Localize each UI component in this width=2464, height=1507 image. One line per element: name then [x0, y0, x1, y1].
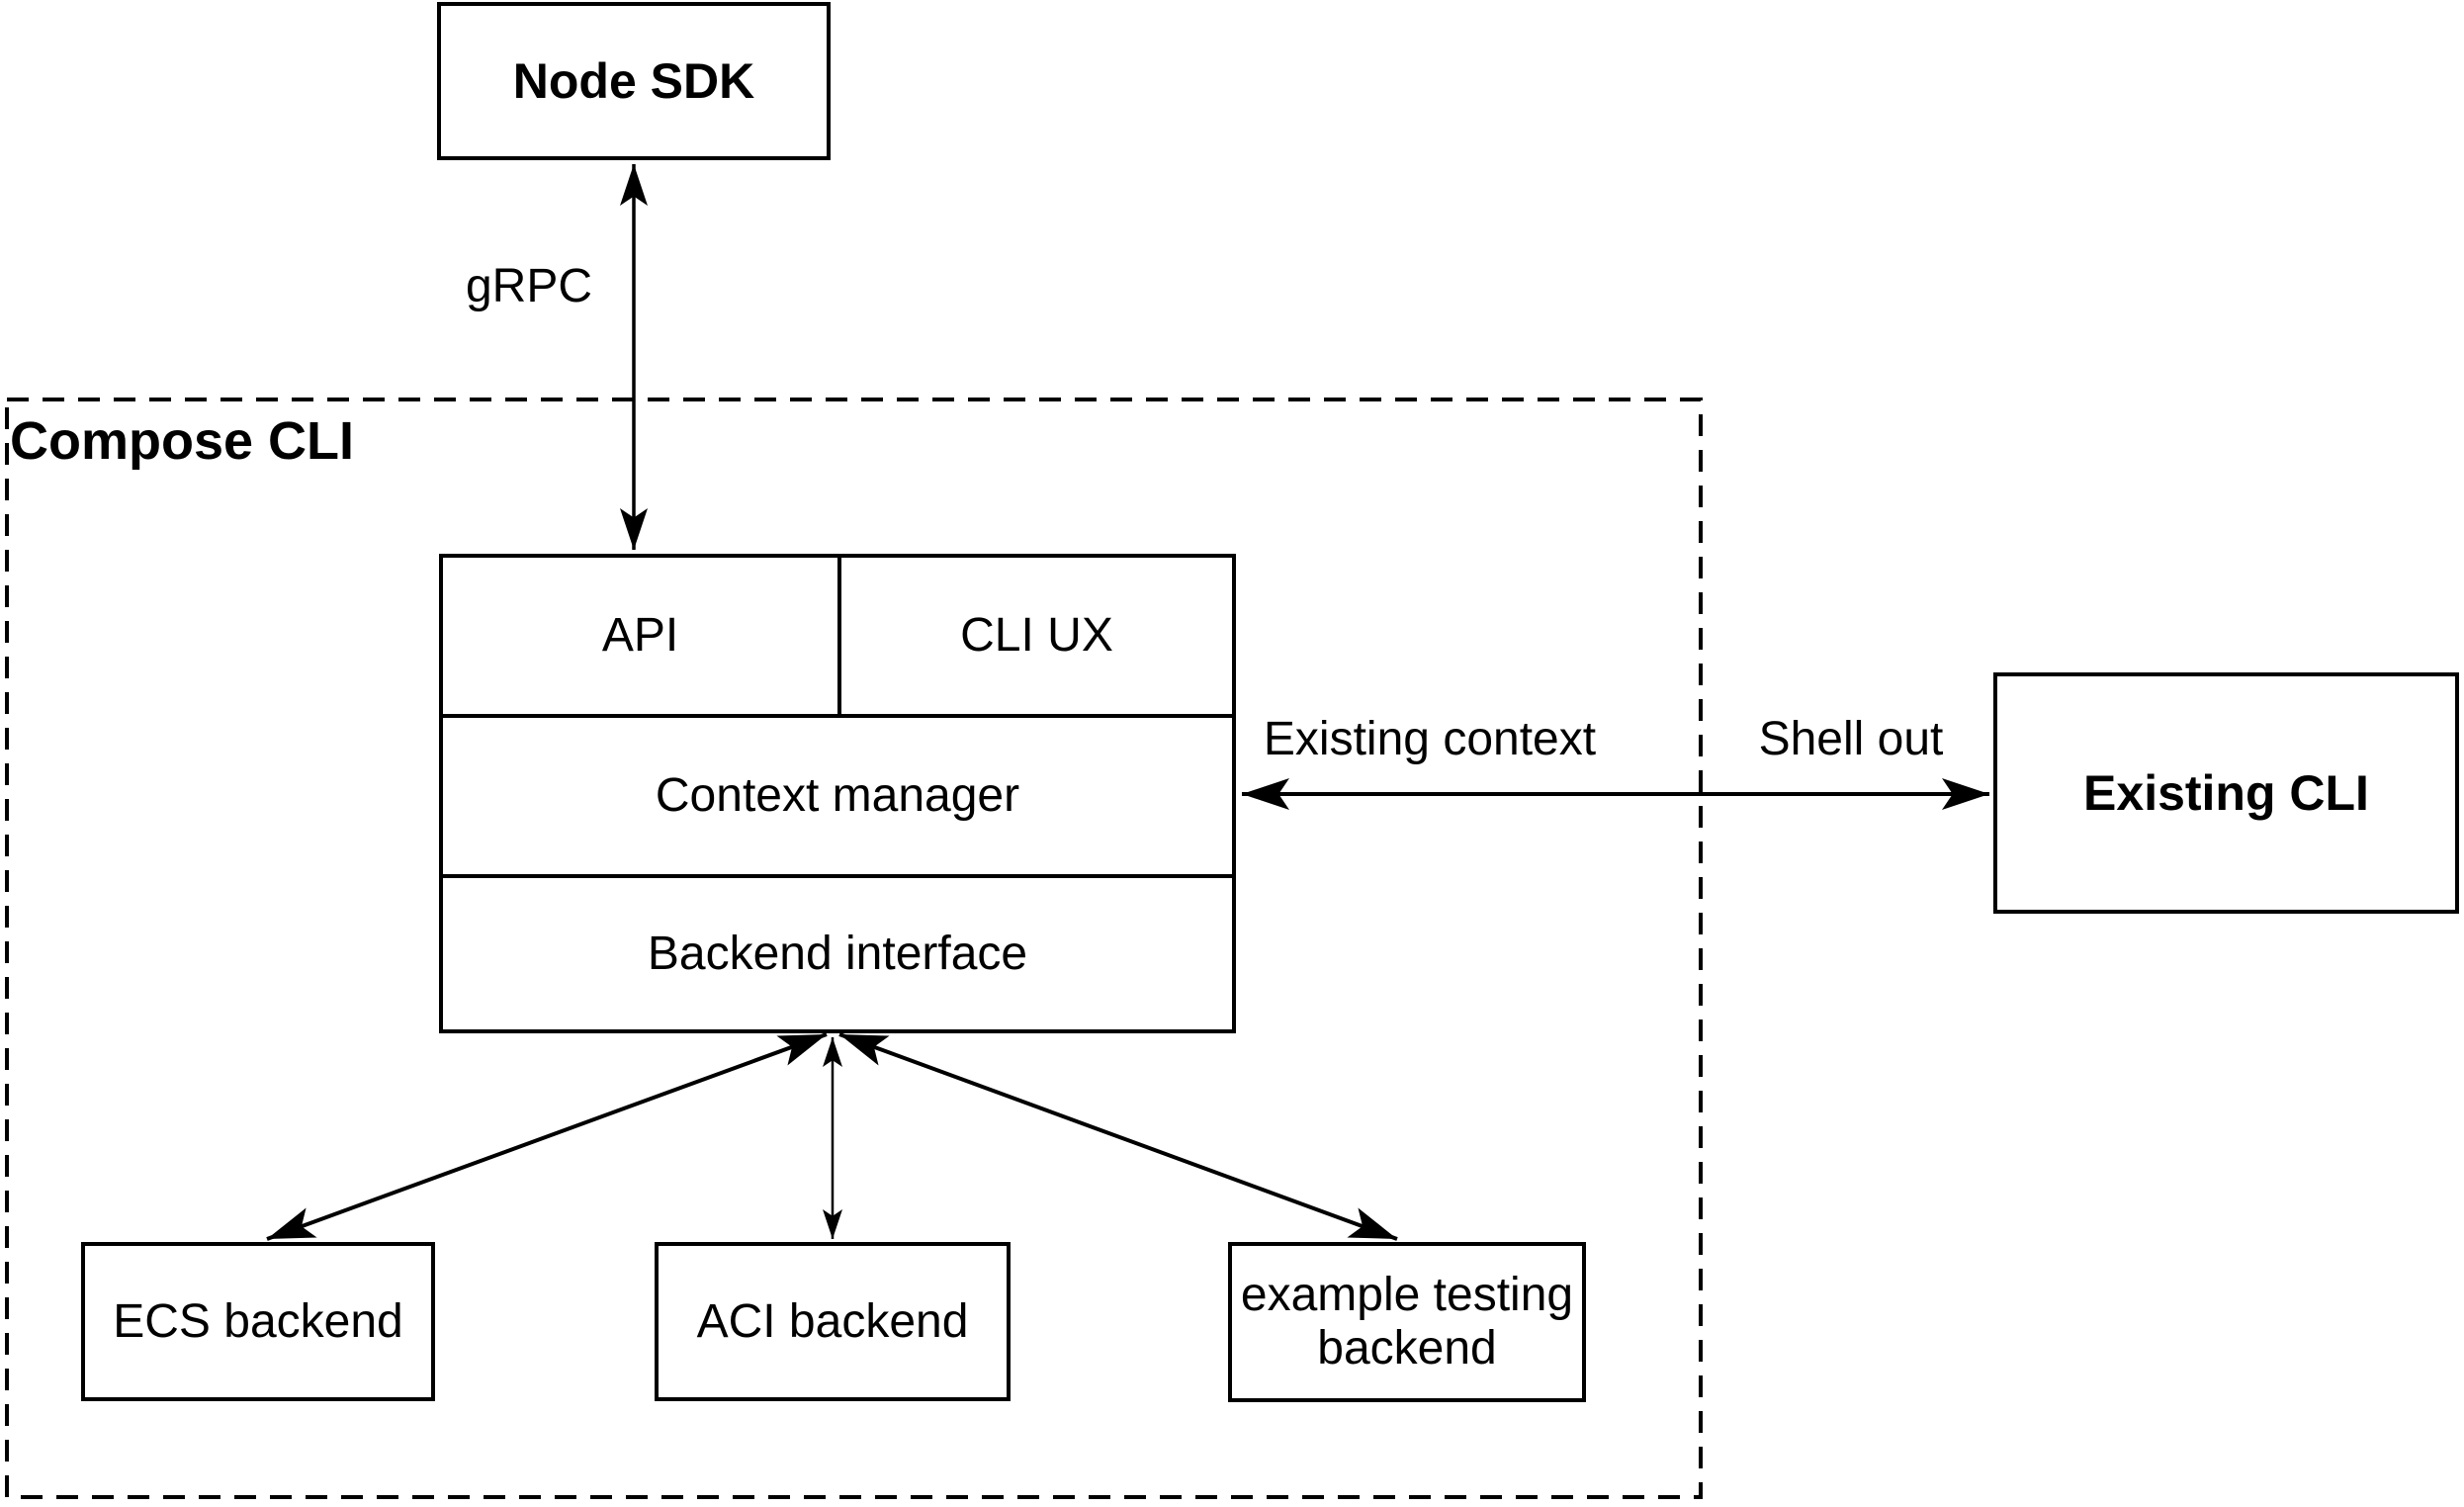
- node-sdk-label: Node SDK: [512, 53, 755, 109]
- backend-interface-cell: Backend interface: [443, 878, 1232, 1029]
- compose-cli-dashed-border: [5, 398, 1703, 1499]
- cli-ux-label: CLI UX: [960, 609, 1113, 663]
- aci-backend-label: ACI backend: [696, 1294, 969, 1348]
- cli-ux-cell: CLI UX: [841, 558, 1232, 718]
- fan-arrow-ecs: [266, 1032, 828, 1241]
- context-manager-cell: Context manager: [443, 718, 1232, 878]
- ecs-backend-box: ECS backend: [81, 1242, 435, 1401]
- aci-backend-box: ACI backend: [655, 1242, 1011, 1401]
- existing-cli-box: Existing CLI: [1993, 672, 2459, 914]
- context-manager-label: Context manager: [655, 769, 1020, 823]
- ecs-backend-label: ECS backend: [113, 1294, 403, 1348]
- backend-interface-label: Backend interface: [647, 927, 1028, 980]
- grpc-edge-label: gRPC: [465, 259, 593, 312]
- fan-arrow-example: [838, 1032, 1398, 1241]
- existing-cli-label: Existing CLI: [2083, 765, 2369, 821]
- compose-cli-group-label: Compose CLI: [10, 411, 355, 471]
- node-sdk-box: Node SDK: [437, 2, 831, 160]
- api-cell: API: [443, 558, 841, 718]
- example-testing-backend-box: example testing backend: [1228, 1242, 1586, 1402]
- existing-context-edge-label: Existing context: [1263, 712, 1597, 765]
- shell-out-edge-label: Shell out: [1758, 712, 1944, 765]
- example-testing-backend-label: example testing backend: [1240, 1269, 1574, 1374]
- compose-cli-core-box: API CLI UX Context manager Backend inter…: [439, 554, 1236, 1033]
- api-label: API: [601, 609, 679, 663]
